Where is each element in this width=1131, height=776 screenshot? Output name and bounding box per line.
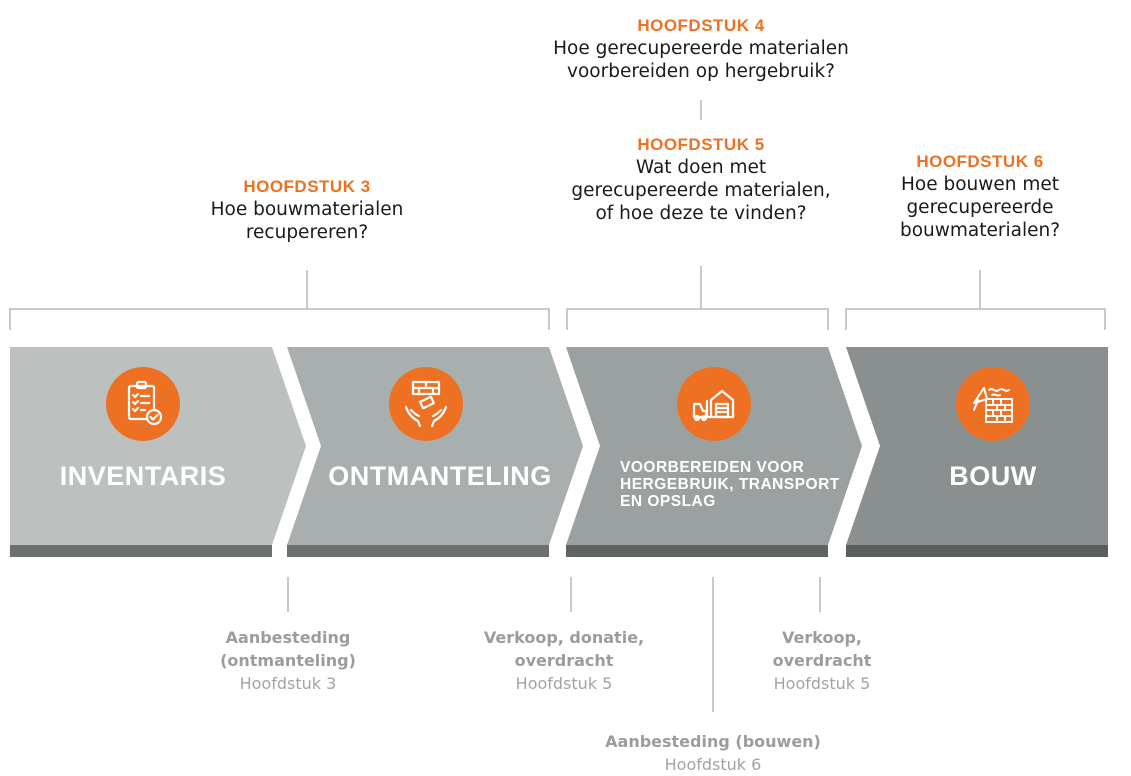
stage-3-chevron	[566, 347, 862, 545]
chapter-3-block: HOOFDSTUK 3 Hoe bouwmaterialen recuperer…	[211, 176, 404, 244]
note-4-text: Aanbesteding (bouwen)	[605, 732, 821, 751]
stage-label-ontmanteling: ONTMANTELING	[328, 461, 552, 491]
bricks-hands-icon	[389, 367, 463, 441]
stage-3-shadow	[566, 545, 828, 557]
note-2-text: Verkoop, donatie, overdracht	[483, 628, 645, 670]
note-1-chapter: Hoofdstuk 3	[239, 674, 337, 693]
chapter-5-block: HOOFDSTUK 5 Wat doen met gerecupereerde …	[571, 134, 830, 225]
chapter-6-title: HOOFDSTUK 6	[916, 152, 1044, 171]
chapter-4-block: HOOFDSTUK 4 Hoe gerecupereerde materiale…	[553, 15, 849, 83]
note-aanbesteding-ontmanteling: Aanbesteding (ontmanteling) Hoofdstuk 3	[220, 626, 356, 695]
chapter-4-question: Hoe gerecupereerde materialen voorbereid…	[553, 38, 849, 82]
bracket-chapter-5	[566, 266, 829, 330]
chapter-4-title: HOOFDSTUK 4	[637, 16, 765, 35]
note-aanbesteding-bouwen: Aanbesteding (bouwen) Hoofdstuk 6	[605, 730, 821, 776]
trowel-brick-wall-icon	[956, 367, 1030, 441]
note-verkoop-donatie: Verkoop, donatie, overdracht Hoofdstuk 5	[484, 626, 644, 695]
chapter-6-question: Hoe bouwen met gerecupereerde bouwmateri…	[899, 174, 1061, 241]
note-4-chapter: Hoofdstuk 6	[664, 755, 762, 774]
stage-2-chevron	[287, 347, 583, 545]
note-verkoop-overdracht: Verkoop, overdracht Hoofdstuk 5	[773, 626, 872, 695]
note-1-text: Aanbesteding (ontmanteling)	[220, 628, 356, 670]
chapter-5-question: Wat doen met gerecupereerde materialen, …	[571, 157, 831, 224]
stage-label-bouw: BOUW	[949, 461, 1037, 491]
chapter-3-title: HOOFDSTUK 3	[243, 177, 371, 196]
bracket-chapter-3	[9, 270, 550, 330]
clipboard-checklist-icon	[106, 367, 180, 441]
stage-1-chevron	[10, 347, 306, 545]
stage-4-shadow	[846, 545, 1108, 557]
stage-4-chevron	[846, 347, 1108, 545]
note-2-chapter: Hoofdstuk 5	[515, 674, 613, 693]
stage-1-shadow	[10, 545, 272, 557]
stage-2-shadow	[287, 545, 549, 557]
chapter-3-question: Hoe bouwmaterialen recupereren?	[210, 199, 404, 243]
chapter-5-title: HOOFDSTUK 5	[637, 135, 765, 154]
note-3-text: Verkoop, overdracht	[772, 628, 872, 670]
stage-label-voorbereiden: VOORBEREIDEN VOOR HERGEBRUIK, TRANSPORT …	[620, 459, 840, 510]
note-3-chapter: Hoofdstuk 5	[773, 674, 871, 693]
bracket-chapter-6	[845, 270, 1106, 330]
stage-label-inventaris: INVENTARIS	[59, 461, 227, 491]
forklift-warehouse-icon	[677, 367, 751, 441]
chapter-6-block: HOOFDSTUK 6 Hoe bouwen met gerecupereerd…	[900, 151, 1060, 242]
